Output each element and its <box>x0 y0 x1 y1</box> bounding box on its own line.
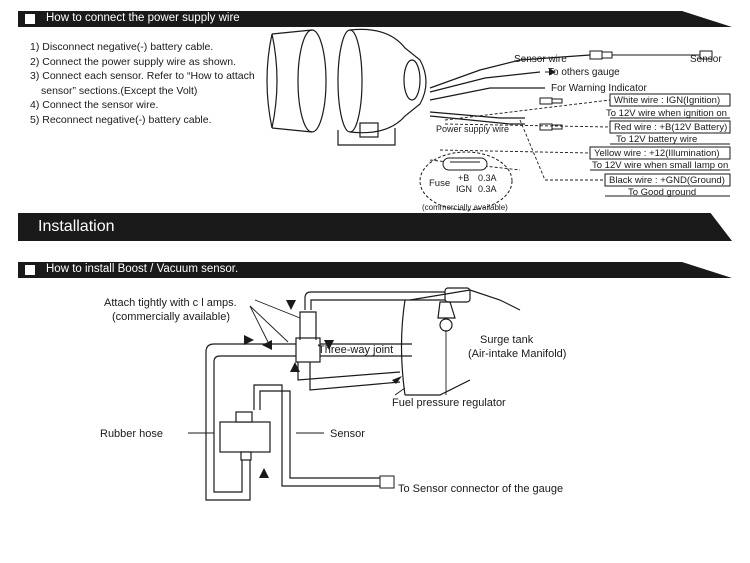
section-title: How to install Boost / Vacuum sensor. <box>46 263 239 275</box>
steps-list: 1) Disconnect negative(-) battery cable.… <box>30 40 255 127</box>
step-2: 2) Connect the power supply wire as show… <box>30 55 237 68</box>
label-attach-clamps-sub: (commercially available) <box>112 311 230 323</box>
label-power-supply-wire: Power supply wire <box>436 124 509 134</box>
label-rubber-hose: Rubber hose <box>100 428 163 440</box>
section-header-power-supply: How to connect the power supply wire <box>18 11 732 27</box>
step-3: 3) Connect each sensor. Refer to “How to… <box>30 70 255 82</box>
label-red-wire: Red wire : +B(12V Battery) <box>614 122 727 133</box>
header-square-icon <box>25 14 35 24</box>
hose-arrows <box>244 300 402 478</box>
step-3-cont: sensor” sections.(Except the Volt) <box>41 84 198 97</box>
label-air-intake: (Air-intake Manifold) <box>468 348 566 360</box>
label-fuse-b: +B <box>458 173 469 183</box>
label-yellow-wire: Yellow wire : +12(Illumination) <box>594 148 720 159</box>
label-sensor-box: Sensor <box>330 428 365 440</box>
step-5: 5) Reconnect negative(-) battery cable. <box>30 113 212 126</box>
label-for-warning-indicator: For Warning Indicator <box>551 83 647 94</box>
gauge-illustration <box>266 28 427 146</box>
section-header-boost-sensor: How to install Boost / Vacuum sensor. <box>18 262 732 278</box>
label-to-sensor-connector: To Sensor connector of the gauge <box>398 483 563 495</box>
label-fuel-pressure-regulator: Fuel pressure regulator <box>392 397 506 409</box>
leader-lines <box>188 299 447 434</box>
dashed-leaders <box>429 99 611 181</box>
section-title: How to connect the power supply wire <box>46 12 240 24</box>
sensor-connector-icon <box>379 475 395 489</box>
sensor-wire-connector <box>589 50 713 60</box>
label-fuse-ign: IGN <box>456 184 472 194</box>
fuse-illustration <box>419 151 513 211</box>
label-sensor-wire: Sensor wire <box>514 54 567 65</box>
label-commercially-available: (commercially available) <box>422 203 508 212</box>
installation-header: Installation <box>18 213 732 241</box>
step-1: 1) Disconnect negative(-) battery cable. <box>30 41 214 53</box>
label-sensor: Sensor <box>690 54 722 65</box>
label-fuse-b-val: 0.3A <box>478 173 497 183</box>
label-fuse-ign-val: 0.3A <box>478 184 497 194</box>
label-white-wire-note: To 12V wire when ignition on <box>606 108 727 119</box>
label-white-wire: White wire : IGN(Ignition) <box>614 95 720 106</box>
label-surge-tank: Surge tank <box>480 334 534 346</box>
installation-title: Installation <box>38 218 115 235</box>
hose-lines <box>205 291 445 501</box>
label-fuse: Fuse <box>429 178 450 189</box>
boost-sensor-body <box>219 411 271 461</box>
label-black-wire: Black wire : +GND(Ground) <box>609 175 725 186</box>
wire-label-boxes <box>589 93 731 197</box>
label-three-way-joint: Three-way joint <box>318 344 393 356</box>
label-red-wire-note: To 12V battery wire <box>616 134 697 145</box>
header-square-icon <box>25 265 35 275</box>
label-to-others-gauge: To others gauge <box>548 67 620 78</box>
step-4: 4) Connect the sensor wire. <box>30 99 159 111</box>
label-black-wire-note: To Good ground <box>628 187 696 198</box>
label-yellow-wire-note: To 12V wire when small lamp on <box>592 160 728 171</box>
power-wire-connectors <box>539 97 563 131</box>
label-attach-clamps: Attach tightly with c l amps. <box>104 297 237 309</box>
